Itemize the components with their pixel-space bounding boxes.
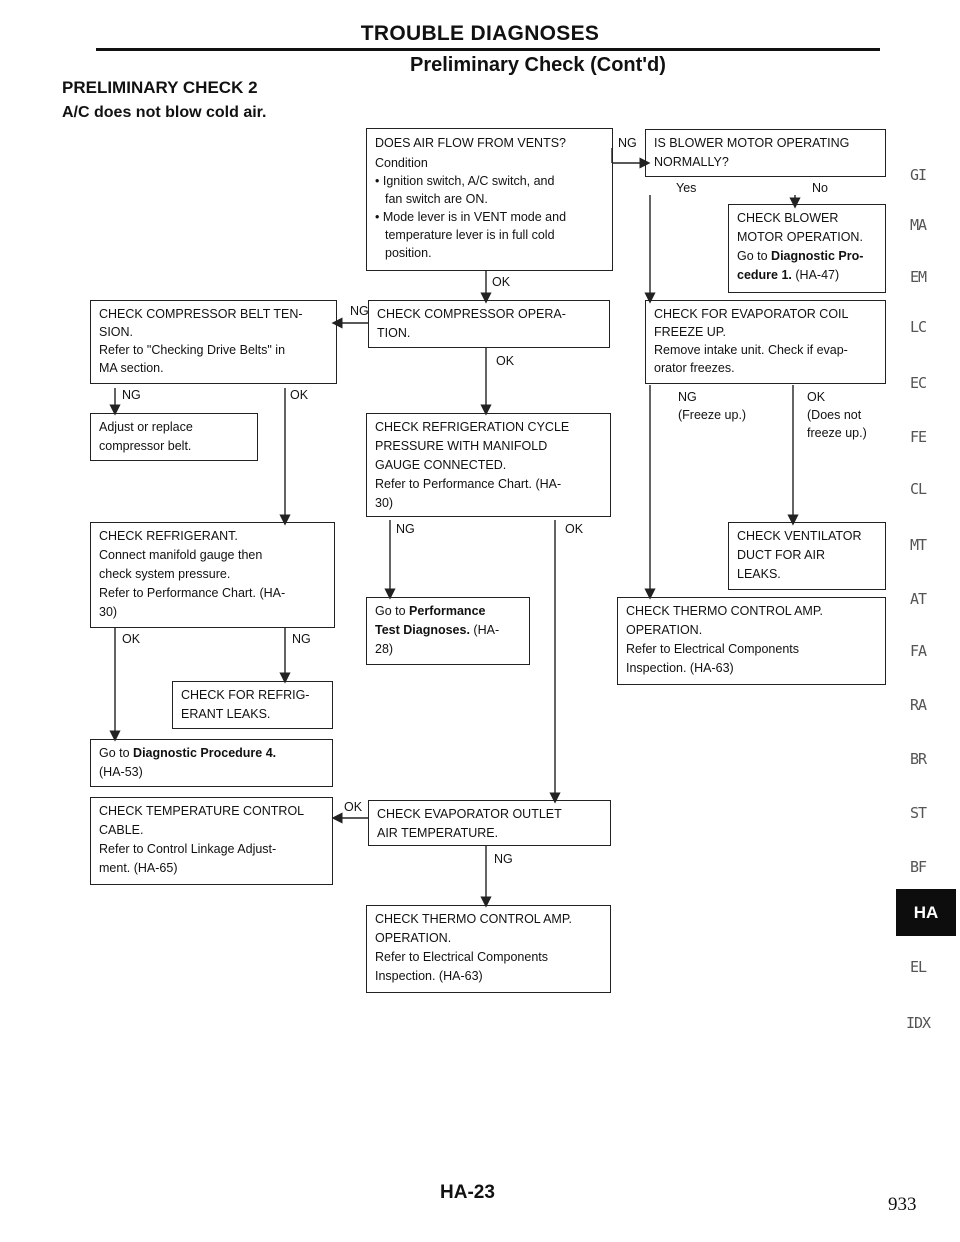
side-tab-el[interactable]: EL	[909, 958, 927, 976]
box-diagnostic-procedure-4: Go to Diagnostic Procedure 4. (HA-53)	[90, 739, 333, 787]
box-air-flow-check: DOES AIR FLOW FROM VENTS? Condition • Ig…	[366, 128, 613, 271]
label-ok-cycle: OK	[565, 522, 584, 536]
side-tab-idx[interactable]: IDX	[905, 1014, 931, 1032]
side-tab-lc[interactable]: LC	[909, 318, 927, 336]
page-label: HA-23	[440, 1182, 495, 1203]
side-tab-ma[interactable]: MA	[909, 216, 927, 234]
label-no-blower: No	[812, 181, 828, 195]
side-tab-fe[interactable]: FE	[909, 428, 927, 446]
label-ok-outlet: OK	[344, 800, 363, 814]
box-check-blower-motor: CHECK BLOWER MOTOR OPERATION. Go to Diag…	[728, 204, 886, 293]
box-thermo-control-amp-right: CHECK THERMO CONTROL AMP. OPERATION. Ref…	[617, 597, 886, 685]
page-header-subtitle: Preliminary Check (Cont'd)	[410, 54, 666, 76]
label-ng-cycle: NG	[396, 522, 415, 536]
side-tab-ra[interactable]: RA	[909, 696, 927, 714]
box-refrigeration-cycle-pressure: CHECK REFRIGERATION CYCLE PRESSURE WITH …	[366, 413, 611, 517]
box-performance-test-diagnoses: Go to Performance Test Diagnoses. (HA- 2…	[366, 597, 530, 665]
box-blower-motor-normal: IS BLOWER MOTOR OPERATING NORMALLY?	[645, 129, 886, 177]
box-compressor-belt-tension: CHECK COMPRESSOR BELT TEN- SION. Refer t…	[90, 300, 337, 384]
page-header-title: TROUBLE DIAGNOSES	[360, 22, 600, 45]
section-title: PRELIMINARY CHECK 2	[62, 78, 258, 97]
side-tab-st[interactable]: ST	[909, 804, 927, 822]
side-tab-em[interactable]: EM	[909, 268, 927, 286]
box-temperature-control-cable: CHECK TEMPERATURE CONTROL CABLE. Refer t…	[90, 797, 333, 885]
label-ok-freeze: OK	[807, 390, 826, 404]
label-ng-freeze: NG	[678, 390, 697, 404]
side-tab-mt[interactable]: MT	[909, 536, 927, 554]
page-folio: 933	[888, 1194, 917, 1215]
label-ng-refrigerant: NG	[292, 632, 311, 646]
side-tab-ha-active[interactable]: HA	[896, 889, 956, 936]
box-evaporator-outlet-temp: CHECK EVAPORATOR OUTLET AIR TEMPERATURE.	[368, 800, 611, 846]
box-thermo-control-amp-bottom: CHECK THERMO CONTROL AMP. OPERATION. Ref…	[366, 905, 611, 993]
side-tab-ec[interactable]: EC	[909, 374, 927, 392]
box-check-ventilator-duct: CHECK VENTILATOR DUCT FOR AIR LEAKS.	[728, 522, 886, 590]
label-ng-belt: NG	[122, 388, 141, 402]
side-tab-bf[interactable]: BF	[909, 858, 927, 876]
label-not-freeze-2: freeze up.)	[807, 426, 867, 440]
side-tab-cl[interactable]: CL	[909, 480, 927, 498]
label-not-freeze-1: (Does not	[807, 408, 862, 422]
box-adjust-replace-belt: Adjust or replace compressor belt.	[90, 413, 258, 461]
label-freeze-up: (Freeze up.)	[678, 408, 747, 422]
side-tab-br[interactable]: BR	[909, 750, 927, 768]
section-subtitle: A/C does not blow cold air.	[62, 104, 267, 121]
side-tab-fa[interactable]: FA	[909, 642, 927, 660]
box-evaporator-freeze-up: CHECK FOR EVAPORATOR COIL FREEZE UP. Rem…	[645, 300, 886, 384]
label-ok-belt: OK	[290, 388, 309, 402]
box-check-refrigerant-leaks: CHECK FOR REFRIG- ERANT LEAKS.	[172, 681, 333, 729]
box-compressor-operation: CHECK COMPRESSOR OPERA- TION.	[368, 300, 610, 348]
label-ok-refrigerant: OK	[122, 632, 141, 646]
label-yes-blower: Yes	[676, 181, 697, 195]
label-ng-compressor: NG	[350, 304, 369, 318]
side-tab-at[interactable]: AT	[909, 590, 927, 608]
label-ng-airflow: NG	[618, 136, 637, 150]
label-ng-outlet: NG	[494, 852, 513, 866]
label-ok-airflow: OK	[492, 275, 511, 289]
box-check-refrigerant: CHECK REFRIGERANT. Connect manifold gaug…	[90, 522, 335, 628]
label-ok-compressor: OK	[496, 354, 515, 368]
header-rule	[96, 48, 880, 51]
side-tab-gi[interactable]: GI	[909, 166, 927, 184]
